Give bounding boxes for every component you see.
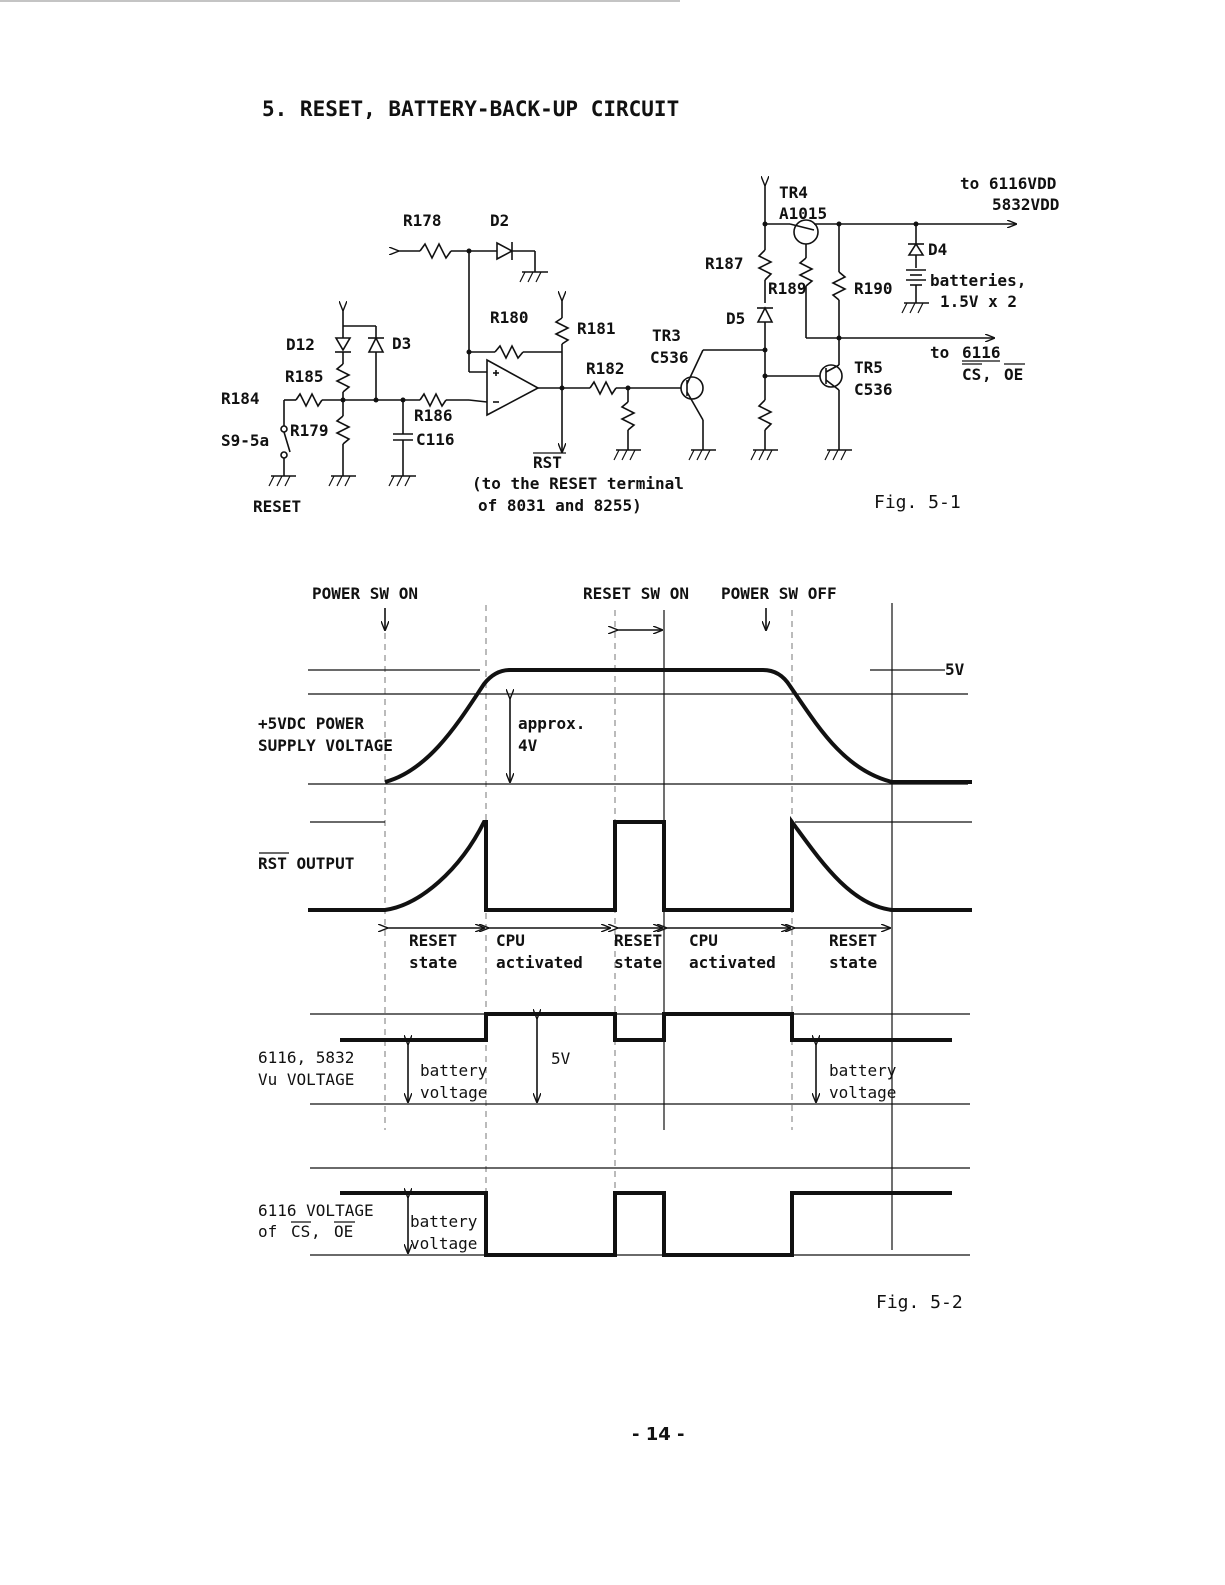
label-approx: approx. [518,714,585,733]
section-title: 5. RESET, BATTERY-BACK-UP CIRCUIT [262,97,679,121]
vu-voltage-waveform [340,1012,952,1042]
state-5-line1: RESET [829,931,877,950]
label-r178: R178 [403,211,442,230]
timing-diagram [308,603,972,1257]
tr5-transistor [819,364,843,388]
label-r179: R179 [290,421,329,440]
label-d5: D5 [726,309,745,328]
label-6116: 6116 [962,343,1001,362]
event-power-sw-off: POWER SW OFF [721,584,837,603]
label-rst: RST [533,453,562,472]
label-c116: C116 [416,430,455,449]
label-approx-4v: 4V [518,736,538,755]
label-r184: R184 [221,389,260,408]
cs-oe-voltage-waveform [340,1191,952,1257]
label-cs-oe-comma: , [311,1222,321,1241]
label-oe: OE [1004,365,1023,384]
label-supply-line2: SUPPLY VOLTAGE [258,736,393,755]
label-tr3: TR3 [652,326,681,345]
label-tr4: TR4 [779,183,808,202]
label-tr5: TR5 [854,358,883,377]
label-r182: R182 [586,359,625,378]
page-number: - 14 - [632,1424,685,1445]
cs-voltage: voltage [410,1234,477,1253]
label-cs-oe-oe: OE [334,1222,353,1241]
event-power-sw-on: POWER SW ON [312,584,418,603]
label-cs: CS [962,365,981,384]
label-tr5-type: C536 [854,380,893,399]
state-5-line2: state [829,953,877,972]
label-vdd-line2: 5832VDD [992,195,1059,214]
event-reset-sw-on: RESET SW ON [583,584,689,603]
figure-caption-5-2: Fig. 5-2 [876,1292,963,1313]
rst-note-line2: of 8031 and 8255) [478,496,642,515]
state-2-line1: CPU [496,931,525,950]
rst-note-line1: (to the RESET terminal [472,474,684,493]
state-1-line1: RESET [409,931,457,950]
label-d4: D4 [928,240,947,259]
vu-5v: 5V [551,1049,571,1068]
label-r190: R190 [854,279,893,298]
state-1-line2: state [409,953,457,972]
label-d2: D2 [490,211,509,230]
supply-voltage-waveform [384,668,972,784]
r178-resistor [419,242,452,260]
state-4-line1: CPU [689,931,718,950]
label-reset: RESET [253,497,301,516]
state-2-line2: activated [496,953,583,972]
state-3-line2: state [614,953,662,972]
label-s9-5a: S9-5a [221,431,269,450]
vu-battery-right: battery [829,1061,897,1080]
label-cs-oe-cs: CS [291,1222,310,1241]
label-cs-oe-line1: 6116 VOLTAGE [258,1201,374,1220]
vu-voltage-left: voltage [420,1083,487,1102]
label-tr4-type: A1015 [779,204,827,223]
label-supply-line1: +5VDC POWER [258,714,364,733]
label-r187: R187 [705,254,744,273]
label-tr3-type: C536 [650,348,689,367]
label-r186: R186 [414,406,453,425]
label-vdd-line1: to 6116VDD [960,174,1056,193]
label-batteries-line1: batteries, [930,271,1026,290]
label-vu-line2: Vu VOLTAGE [258,1070,354,1089]
label-5v: 5V [945,660,965,679]
label-r180: R180 [490,308,529,327]
label-d3: D3 [392,334,411,353]
label-to: to [930,343,949,362]
label-d12: D12 [286,335,315,354]
label-r181: R181 [577,319,616,338]
op-amp [486,358,540,417]
vu-battery-left: battery [420,1061,488,1080]
tr3-transistor [680,376,704,400]
rst-output-waveform [308,815,972,912]
reset-circuit-schematic [268,185,1016,487]
label-comma: , [982,365,992,384]
label-cs-oe-of: of [258,1222,277,1241]
label-batteries-line2: 1.5V x 2 [940,292,1017,311]
state-3-line1: RESET [614,931,662,950]
label-rst-output: RST OUTPUT [258,854,354,873]
figure-caption-5-1: Fig. 5-1 [874,492,961,513]
label-r189: R189 [768,279,807,298]
label-vu-line1: 6116, 5832 [258,1048,354,1067]
vu-voltage-right: voltage [829,1083,896,1102]
label-r185: R185 [285,367,324,386]
cs-battery: battery [410,1212,478,1231]
state-4-line2: activated [689,953,776,972]
